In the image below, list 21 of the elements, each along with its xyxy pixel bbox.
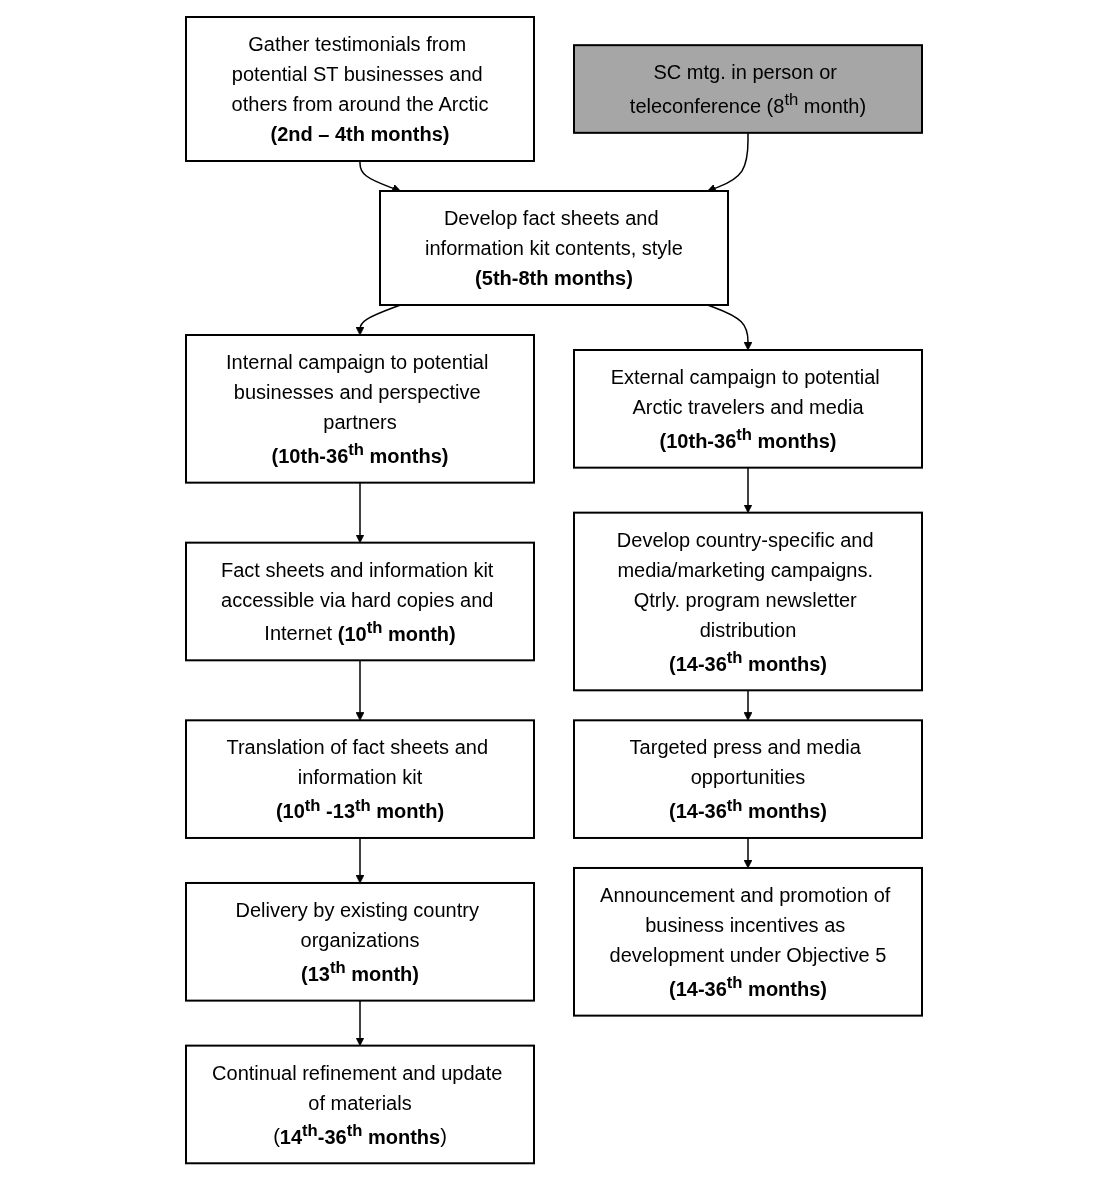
node-box: Continual refinement and update of materials (14$^{th}$-36$^{th}$ months) bbox=[184, 1044, 535, 1165]
node-box: Delivery by existing country organizations (13$^{th}$ month) bbox=[184, 881, 535, 1002]
node-box: Targeted press and media opportunities (14-36$^{th}$ months) bbox=[572, 719, 923, 839]
node-box: Develop country-specific and media/marketing campaigns. Qtrly. program newsletter distribution (14-36$^{th}$ months) bbox=[572, 511, 923, 692]
node-box: Develop fact sheets and information kit contents, style (5th-8th months) bbox=[378, 189, 729, 306]
arrow bbox=[355, 659, 364, 721]
node-box: Translation of fact sheets and information kit (10$^{th}$ -13$^{th}$ month) bbox=[184, 719, 535, 839]
arrow bbox=[743, 466, 752, 513]
node-box: External campaign to potential Arctic travelers and media (10th-36$^{th}$ months) bbox=[572, 348, 923, 469]
arrow bbox=[743, 689, 752, 721]
node-box: Internal campaign to potential businesses and perspective partners (10th-36$^{th}$ months) bbox=[184, 333, 535, 484]
arrow bbox=[706, 304, 752, 351]
node-box: SC mtg. in person or teleconference (8$^{th}$ month) bbox=[572, 44, 923, 134]
arrow bbox=[743, 837, 752, 869]
node-box: Fact sheets and information kit accessible via hard copies and Internet (10$^{th}$ month) bbox=[184, 541, 535, 662]
arrow bbox=[355, 999, 364, 1046]
arrow bbox=[355, 304, 401, 336]
arrow bbox=[355, 837, 364, 884]
arrow bbox=[355, 481, 364, 543]
node-box: Announcement and promotion of business incentives as development under Objective 5 (14-36$^{th}$ months) bbox=[572, 866, 923, 1017]
node-box: Gather testimonials from potential ST businesses and others from around the Arctic (2nd – 4th months) bbox=[184, 15, 535, 162]
